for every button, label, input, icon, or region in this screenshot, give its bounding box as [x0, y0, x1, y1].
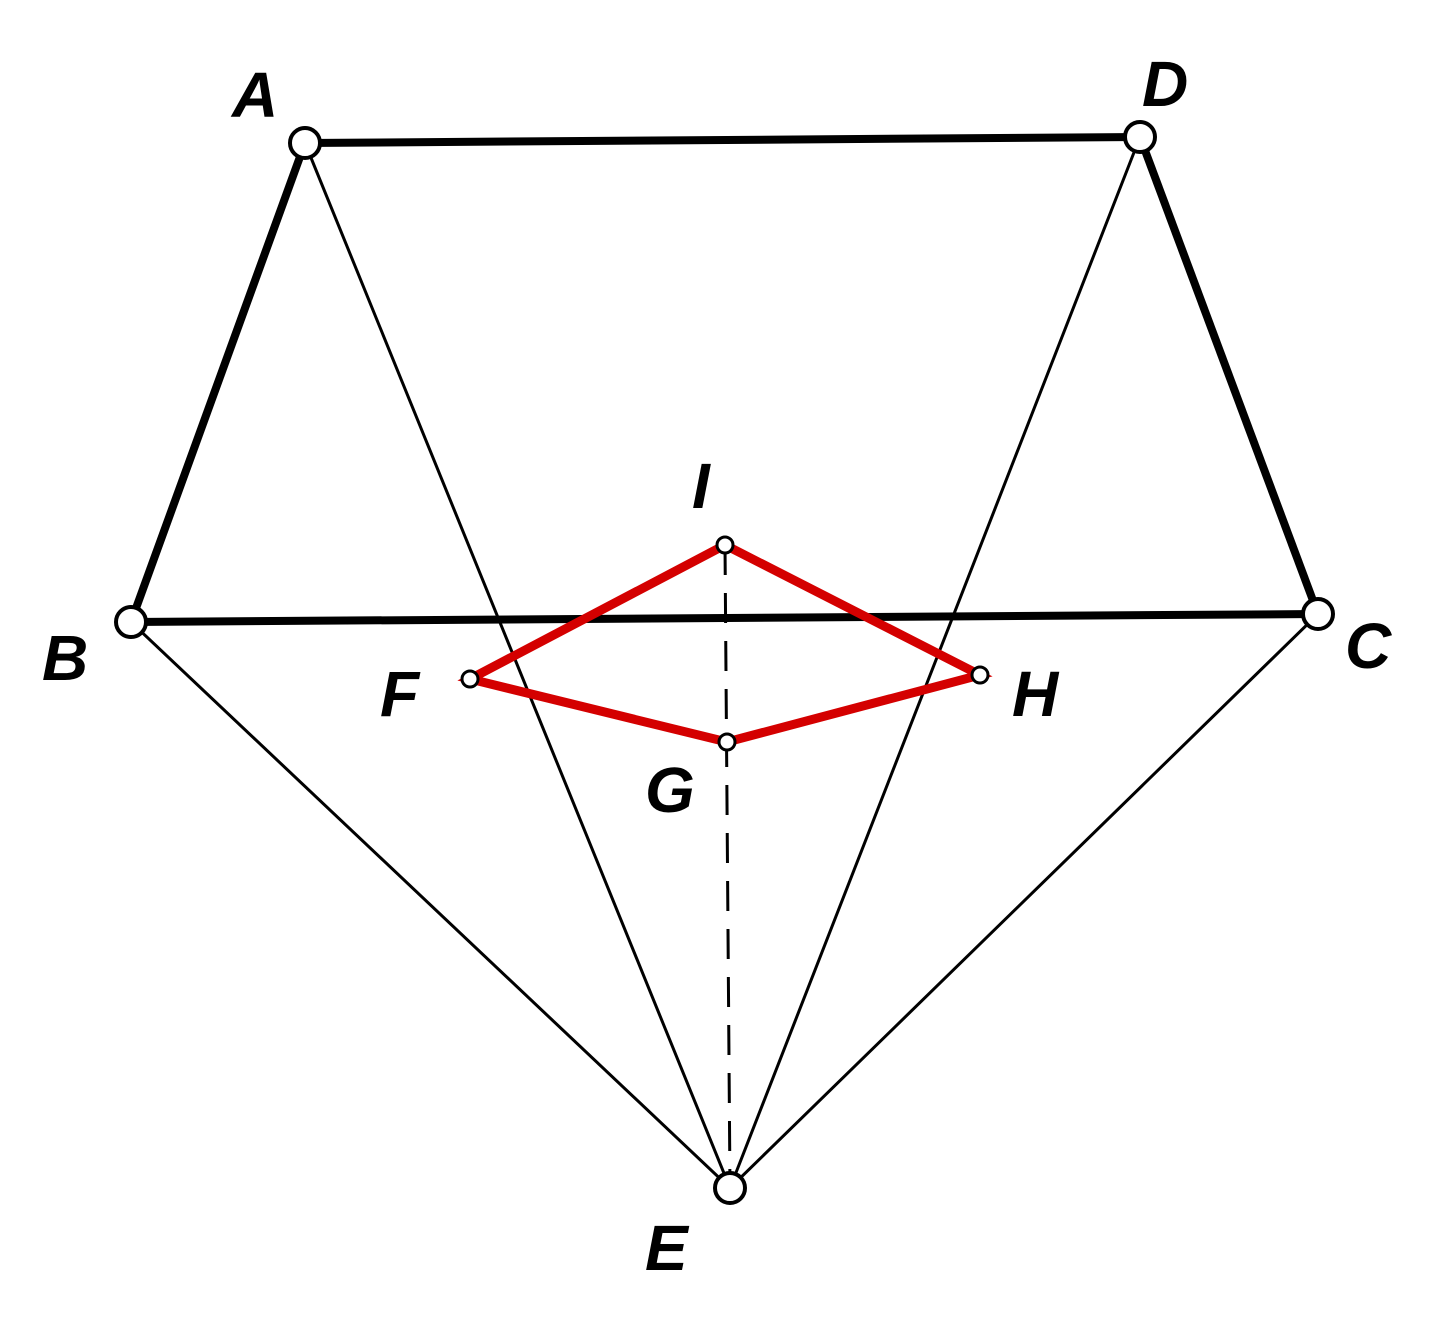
- segment-a-d: [304, 133, 1141, 147]
- point-a: [288, 126, 322, 160]
- segment-a-b: [127, 141, 309, 624]
- point-b: [114, 605, 148, 639]
- point-i: [715, 535, 735, 555]
- point-c: [1301, 597, 1335, 631]
- point-f: [460, 669, 480, 689]
- label-e: E: [645, 1212, 690, 1284]
- label-g: G: [645, 754, 695, 826]
- segment-d-e: [728, 136, 1142, 1189]
- label-i: I: [692, 450, 711, 522]
- segment-d-c: [1136, 135, 1322, 616]
- point-h: [970, 665, 990, 685]
- segment-a-e: [303, 142, 732, 1189]
- label-d: D: [1142, 48, 1188, 120]
- label-c: C: [1345, 610, 1392, 682]
- label-a: A: [230, 59, 278, 131]
- point-d: [1123, 120, 1157, 154]
- segment-i-e-dashed: [723, 544, 732, 1189]
- label-b: B: [42, 622, 88, 694]
- segment-b-e: [129, 620, 732, 1190]
- segment-b-c: [130, 610, 1319, 626]
- label-f: F: [380, 658, 421, 730]
- point-e: [713, 1171, 747, 1205]
- segment-c-e: [728, 612, 1320, 1190]
- point-g: [717, 732, 737, 752]
- label-h: H: [1012, 658, 1060, 730]
